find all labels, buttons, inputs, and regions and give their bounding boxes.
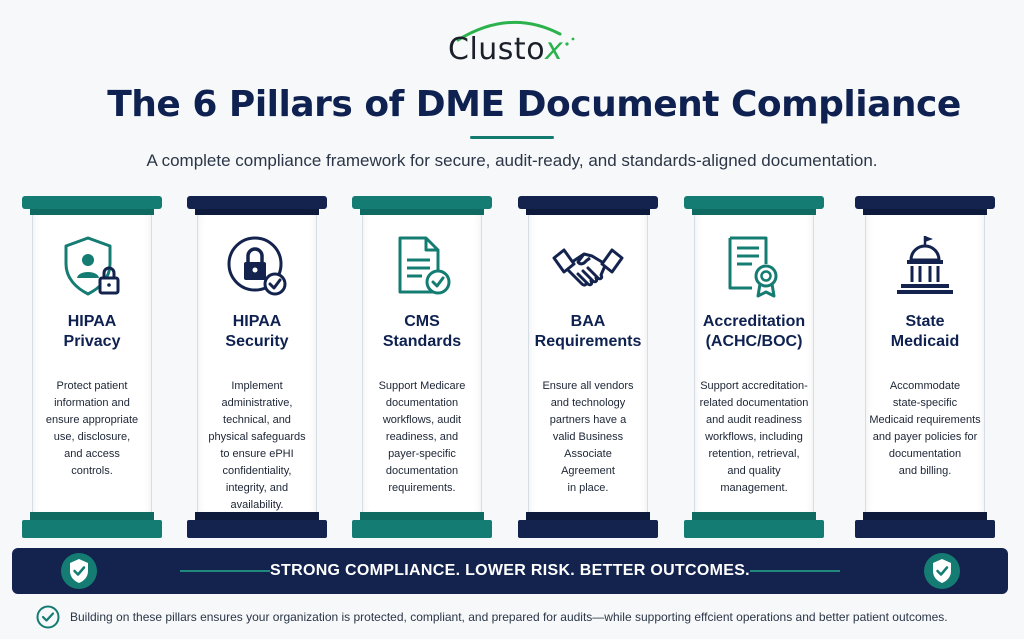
banner-divider-right [750,570,840,572]
page-title: The 6 Pillars of DME Document Compliance [107,84,961,125]
pillar-shaft [694,215,814,512]
pillar-capital [22,196,162,209]
slogan-banner: STRONG COMPLIANCE. LOWER RISK. BETTER OU… [12,548,1008,594]
shield-check-icon [61,553,97,589]
pillar-shaft [528,215,648,512]
check-circle-icon [36,605,60,629]
shield-user-lock-icon [64,236,120,296]
footnote-text: Building on these pillars ensures your o… [70,610,948,624]
page-subtitle: A complete compliance framework for secu… [146,151,878,170]
pillar-base [187,520,327,538]
pillar-shaft [32,215,152,512]
pillar-capital-lower [30,209,154,215]
capitol-building-icon [897,236,953,294]
pillar-capital-lower [692,209,816,215]
pillar-base-upper [360,512,484,520]
shield-check-icon [924,553,960,589]
brand-logo: Clustox [440,12,590,70]
pillar-description: Support accreditation-related documentat… [699,380,809,494]
pillar-base-upper [195,512,319,520]
pillar-capital [684,196,824,209]
pillar-title: Accreditation(ACHC/BOC) [702,313,806,350]
pillar-capital-lower [863,209,987,215]
document-check-icon [398,236,451,295]
pillar-shaft [865,215,985,512]
pillar-shaft [362,215,482,512]
pillar-capital [855,196,995,209]
pillar-capital-lower [526,209,650,215]
pillar-base [518,520,658,538]
handshake-icon [552,248,624,287]
pillar-base-upper [692,512,816,520]
pillar-base-upper [863,512,987,520]
pillar-base [22,520,162,538]
pillar-capital [352,196,492,209]
logo-text: Clustox [448,32,564,67]
pillar-accreditation: Accreditation(ACHC/BOC) Support accredit… [684,196,824,540]
title-divider [470,136,554,139]
pillar-base-upper [30,512,154,520]
pillar-base [684,520,824,538]
pillar-base-upper [526,512,650,520]
pillar-base [352,520,492,538]
pillar-capital [518,196,658,209]
banner-divider-left [180,570,270,572]
logo-swoosh-icon [456,20,575,46]
footnote: Building on these pillars ensures your o… [36,604,1016,630]
pillar-capital-lower [195,209,319,215]
banner-text: STRONG COMPLIANCE. LOWER RISK. BETTER OU… [270,562,750,579]
padlock-check-icon [227,236,287,296]
pillar-capital [187,196,327,209]
certificate-icon [728,236,778,298]
pillar-capital-lower [360,209,484,215]
pillar-base [855,520,995,538]
